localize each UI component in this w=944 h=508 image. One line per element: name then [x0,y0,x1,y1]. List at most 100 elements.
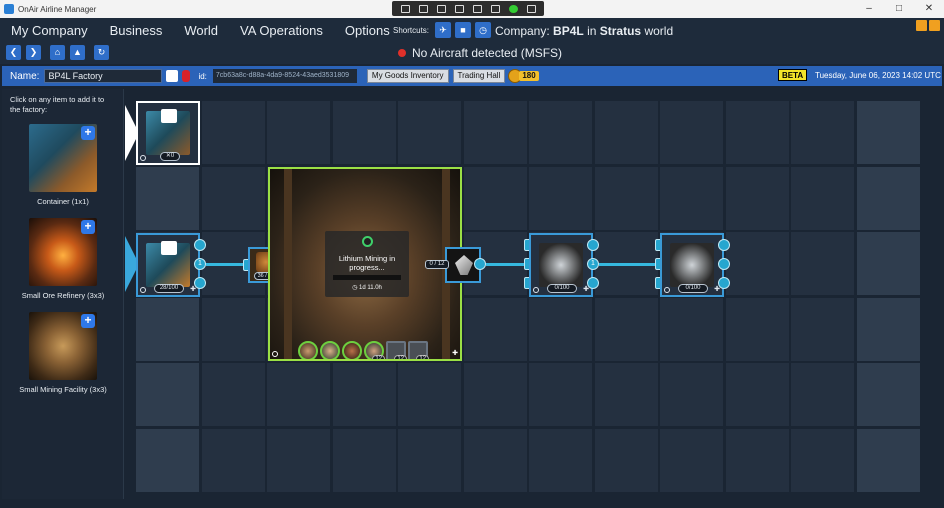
crystal-port-out[interactable] [474,258,486,270]
grid-cell[interactable] [725,232,789,295]
grid-cell[interactable] [529,363,592,426]
pause-icon[interactable] [490,4,500,13]
minimize-button[interactable]: – [866,3,872,14]
settings-gear-icon[interactable] [140,287,146,293]
grid-cell[interactable] [332,428,396,492]
settings-gear-icon[interactable] [664,287,670,293]
mic-icon[interactable] [436,4,446,13]
grid-cell[interactable] [136,363,199,426]
grid-cell[interactable] [594,101,658,164]
grid-cell[interactable] [463,363,527,426]
storage-port-top[interactable] [194,239,206,251]
check-icon[interactable] [508,4,518,13]
storage-port-out[interactable]: 1 [194,258,206,270]
grid-cell[interactable] [725,363,789,426]
grid-cell[interactable] [594,363,658,426]
add-mining-icon[interactable]: + [81,314,95,328]
grid-cell[interactable] [594,166,658,230]
grid-cell[interactable] [529,166,592,230]
factory-name-input[interactable]: BP4L Factory [44,69,163,83]
grid-cell[interactable] [594,428,658,492]
move-icon[interactable]: ✚ [452,350,458,357]
settings-gear-icon[interactable] [533,287,539,293]
grid-cell[interactable] [267,101,330,164]
move-icon[interactable]: ✚ [714,286,720,293]
delete-icon[interactable] [182,70,191,82]
shortcut-clock-icon[interactable]: ◷ [475,22,492,38]
home-button[interactable]: ⌂ [50,45,65,60]
grid-cell[interactable] [791,428,854,492]
forward-button[interactable]: ❯ [26,45,41,60]
storage-tile-top[interactable]: ✕0 [136,101,200,165]
refinery2-port-bottom[interactable] [718,277,730,289]
orange-button-2[interactable] [929,20,940,31]
grid-cell[interactable] [529,297,592,361]
grid-cell[interactable] [594,297,658,361]
refinery1-port-top[interactable] [587,239,599,251]
window-icon[interactable] [418,4,428,13]
maximize-button[interactable]: □ [895,3,903,14]
settings-gear-icon[interactable] [140,155,146,161]
grid-cell[interactable] [201,297,265,361]
add-container-icon[interactable]: + [81,126,95,140]
menu-options[interactable]: Options [344,23,390,38]
settings-gear-icon[interactable] [272,351,278,357]
refresh-button[interactable]: ↻ [94,45,109,60]
grid-cell[interactable] [136,166,199,230]
shortcut-flight-icon[interactable]: ✈ [435,22,452,38]
more-icon[interactable] [526,4,536,13]
grid-cell[interactable] [791,166,854,230]
menu-world[interactable]: World [184,23,219,38]
grid-cell[interactable] [791,232,854,295]
grid-cell[interactable] [660,101,723,164]
grid-cell[interactable] [201,101,265,164]
refinery1-port-out[interactable]: 1 [587,258,599,270]
grid-cell[interactable] [856,428,920,492]
grid-cell[interactable] [725,101,789,164]
grid-cell[interactable] [725,166,789,230]
add-refinery-icon[interactable]: + [81,220,95,234]
grid-cell[interactable] [136,428,199,492]
grid-cell[interactable] [529,101,592,164]
screen-icon[interactable] [454,4,464,13]
back-button[interactable]: ❮ [6,45,21,60]
worker-avatar[interactable] [342,341,362,359]
trading-hall-button[interactable]: Trading Hall [452,69,506,83]
shortcut-book-icon[interactable]: ■ [455,22,472,38]
refinery1-port-bottom[interactable] [587,277,599,289]
orange-button-1[interactable] [916,20,927,31]
worker-avatar[interactable] [320,341,340,359]
camera-icon[interactable] [472,4,482,13]
grid-cell[interactable] [856,297,920,361]
grid-cell[interactable] [398,428,461,492]
close-button[interactable]: ✕ [924,3,934,14]
menu-my-company[interactable]: My Company [11,23,88,38]
grid-cell[interactable] [856,166,920,230]
grid-cell[interactable] [660,428,723,492]
grid-cell[interactable] [201,363,265,426]
edit-icon[interactable] [166,70,179,82]
grid-cell[interactable] [791,363,854,426]
grid-cell[interactable] [136,297,199,361]
grid-cell[interactable] [201,166,265,230]
grid-cell[interactable] [856,232,920,295]
grid-cell[interactable] [463,101,527,164]
move-icon[interactable]: ✚ [583,286,589,293]
grid-cell[interactable] [463,428,527,492]
machine-slot[interactable]: 12 [408,341,429,359]
grid-cell[interactable] [398,363,461,426]
refinery2-port-out[interactable] [718,258,730,270]
grid-cell[interactable] [725,428,789,492]
menu-va-operations[interactable]: VA Operations [240,23,323,38]
grid-cell[interactable] [267,428,330,492]
grid-cell[interactable] [463,166,527,230]
move-icon[interactable]: ✚ [190,286,196,293]
refinery-tile-2[interactable]: 0/100 ✚ [660,233,724,297]
goods-inventory-button[interactable]: My Goods Inventory [366,69,449,83]
menu-business[interactable]: Business [109,23,163,38]
grid-cell[interactable] [660,297,723,361]
grid-cell[interactable] [660,363,723,426]
mining-facility[interactable]: Lithium Mining in progress... ◷ 1d 11.0h… [268,167,462,361]
factory-icon[interactable]: ▲ [70,45,85,60]
refinery-tile-1[interactable]: 0/100 ✚ [529,233,593,297]
